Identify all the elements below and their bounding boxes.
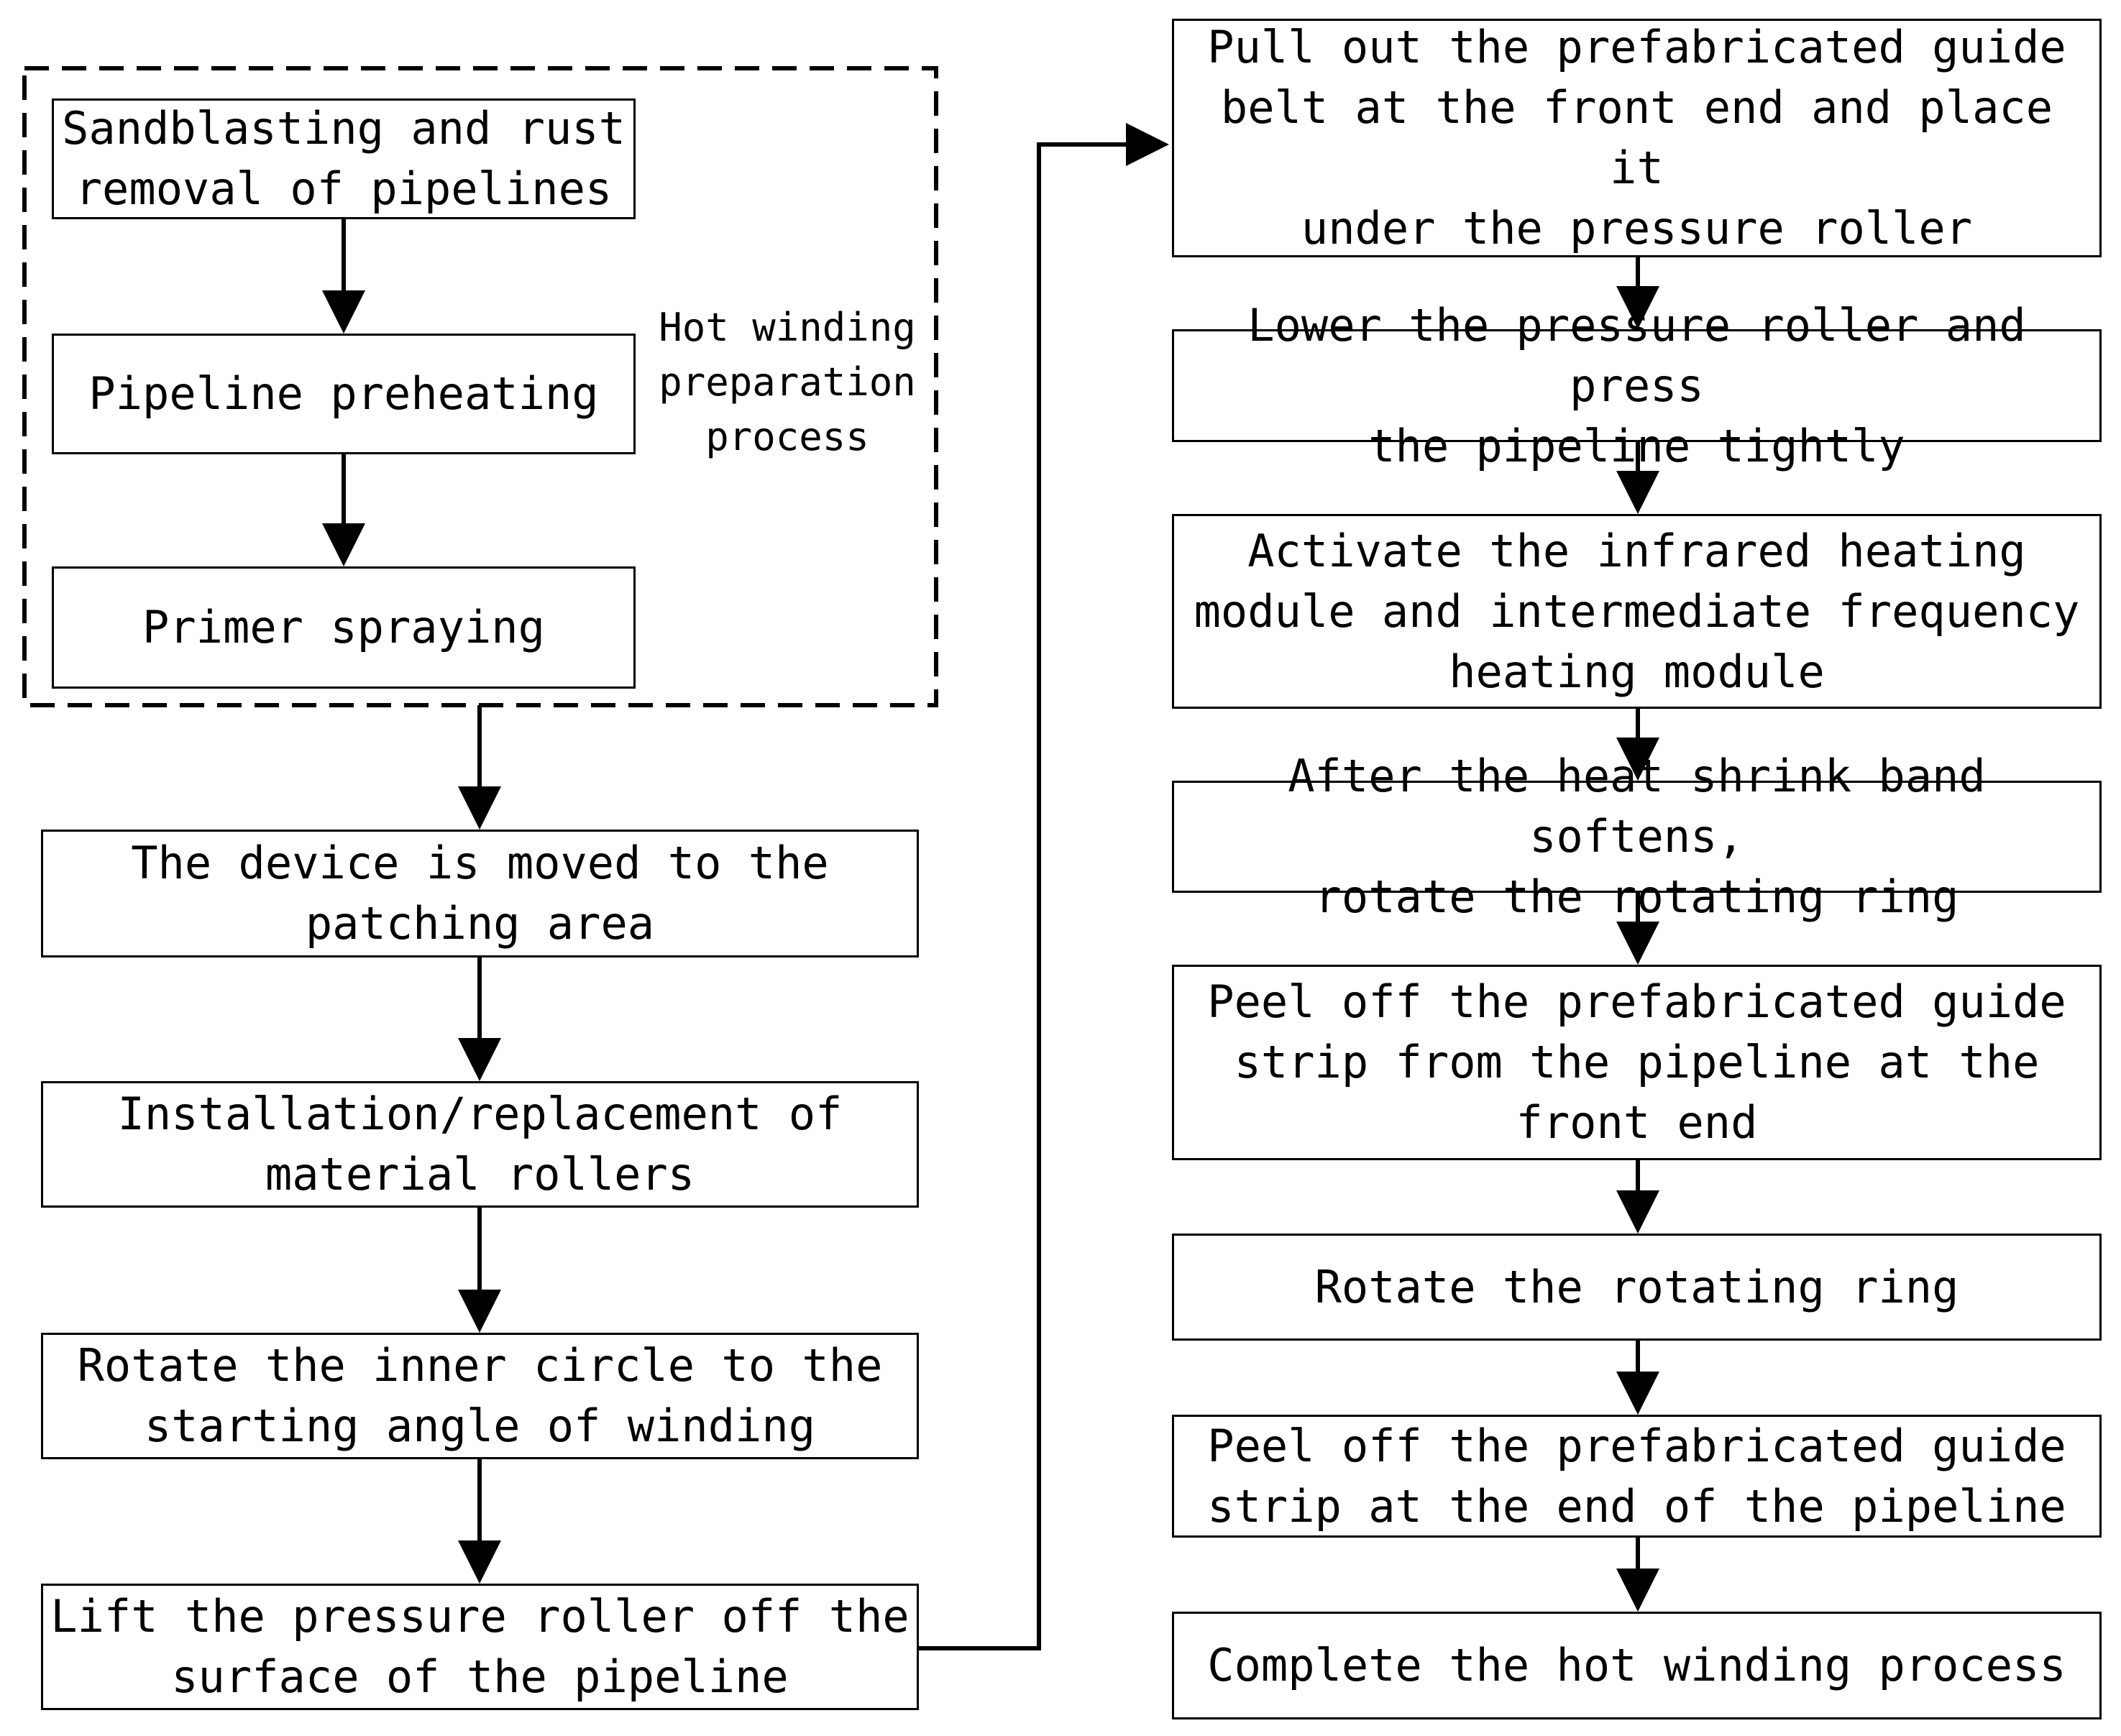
step-label: Activate the infrared heating module and…: [1194, 524, 2080, 698]
step-pull-out-guide-belt: Pull out the prefabricated guide belt at…: [1172, 19, 2102, 257]
step-pipeline-preheating: Pipeline preheating: [52, 334, 636, 454]
step-rotate-inner-circle: Rotate the inner circle to the starting …: [41, 1333, 919, 1459]
step-lower-pressure-roller: Lower the pressure roller and press the …: [1172, 299, 2102, 472]
step-label: Primer spraying: [142, 601, 545, 653]
step-primer-spraying: Primer spraying: [52, 566, 636, 689]
step-label: Complete the hot winding process: [1207, 1639, 2066, 1691]
step-complete-hot-winding: Complete the hot winding process: [1172, 1612, 2102, 1719]
step-label: Installation/replacement of material rol…: [117, 1088, 843, 1200]
step-peel-guide-strip-front: Peel off the prefabricated guide strip f…: [1172, 965, 2102, 1160]
step-label: Pipeline preheating: [88, 367, 599, 420]
step-sandblasting: Sandblasting and rust removal of pipelin…: [52, 98, 636, 219]
step-label: Peel off the prefabricated guide strip f…: [1207, 975, 2066, 1149]
step-label: Lift the pressure roller off the surface…: [50, 1590, 910, 1703]
step-label: Rotate the rotating ring: [1314, 1260, 1959, 1313]
step-peel-guide-strip-end: Peel off the prefabricated guide strip a…: [1172, 1415, 2102, 1538]
preparation-group-label: Hot winding preparation process: [659, 305, 916, 459]
step-label: Rotate the inner circle to the starting …: [77, 1339, 883, 1452]
step-label: Lower the pressure roller and press the …: [1247, 298, 2026, 472]
arrow-left-to-right-column: [919, 123, 1169, 1650]
step-device-moved: The device is moved to the patching area: [41, 830, 919, 957]
step-activate-heating: Activate the infrared heating module and…: [1172, 514, 2102, 709]
step-rotate-rotating-ring: Rotate the rotating ring: [1172, 1234, 2102, 1341]
step-label: Pull out the prefabricated guide belt at…: [1207, 21, 2066, 254]
step-label: Peel off the prefabricated guide strip a…: [1207, 1419, 2066, 1533]
step-label: The device is moved to the patching area: [131, 837, 829, 950]
step-install-material-rollers: Installation/replacement of material rol…: [41, 1081, 919, 1208]
step-label: After the heat shrink band softens, rota…: [1288, 750, 1986, 923]
step-label: Sandblasting and rust removal of pipelin…: [62, 102, 626, 215]
step-lift-pressure-roller: Lift the pressure roller off the surface…: [41, 1584, 919, 1710]
step-heat-shrink-softens: After the heat shrink band softens, rota…: [1172, 750, 2102, 923]
